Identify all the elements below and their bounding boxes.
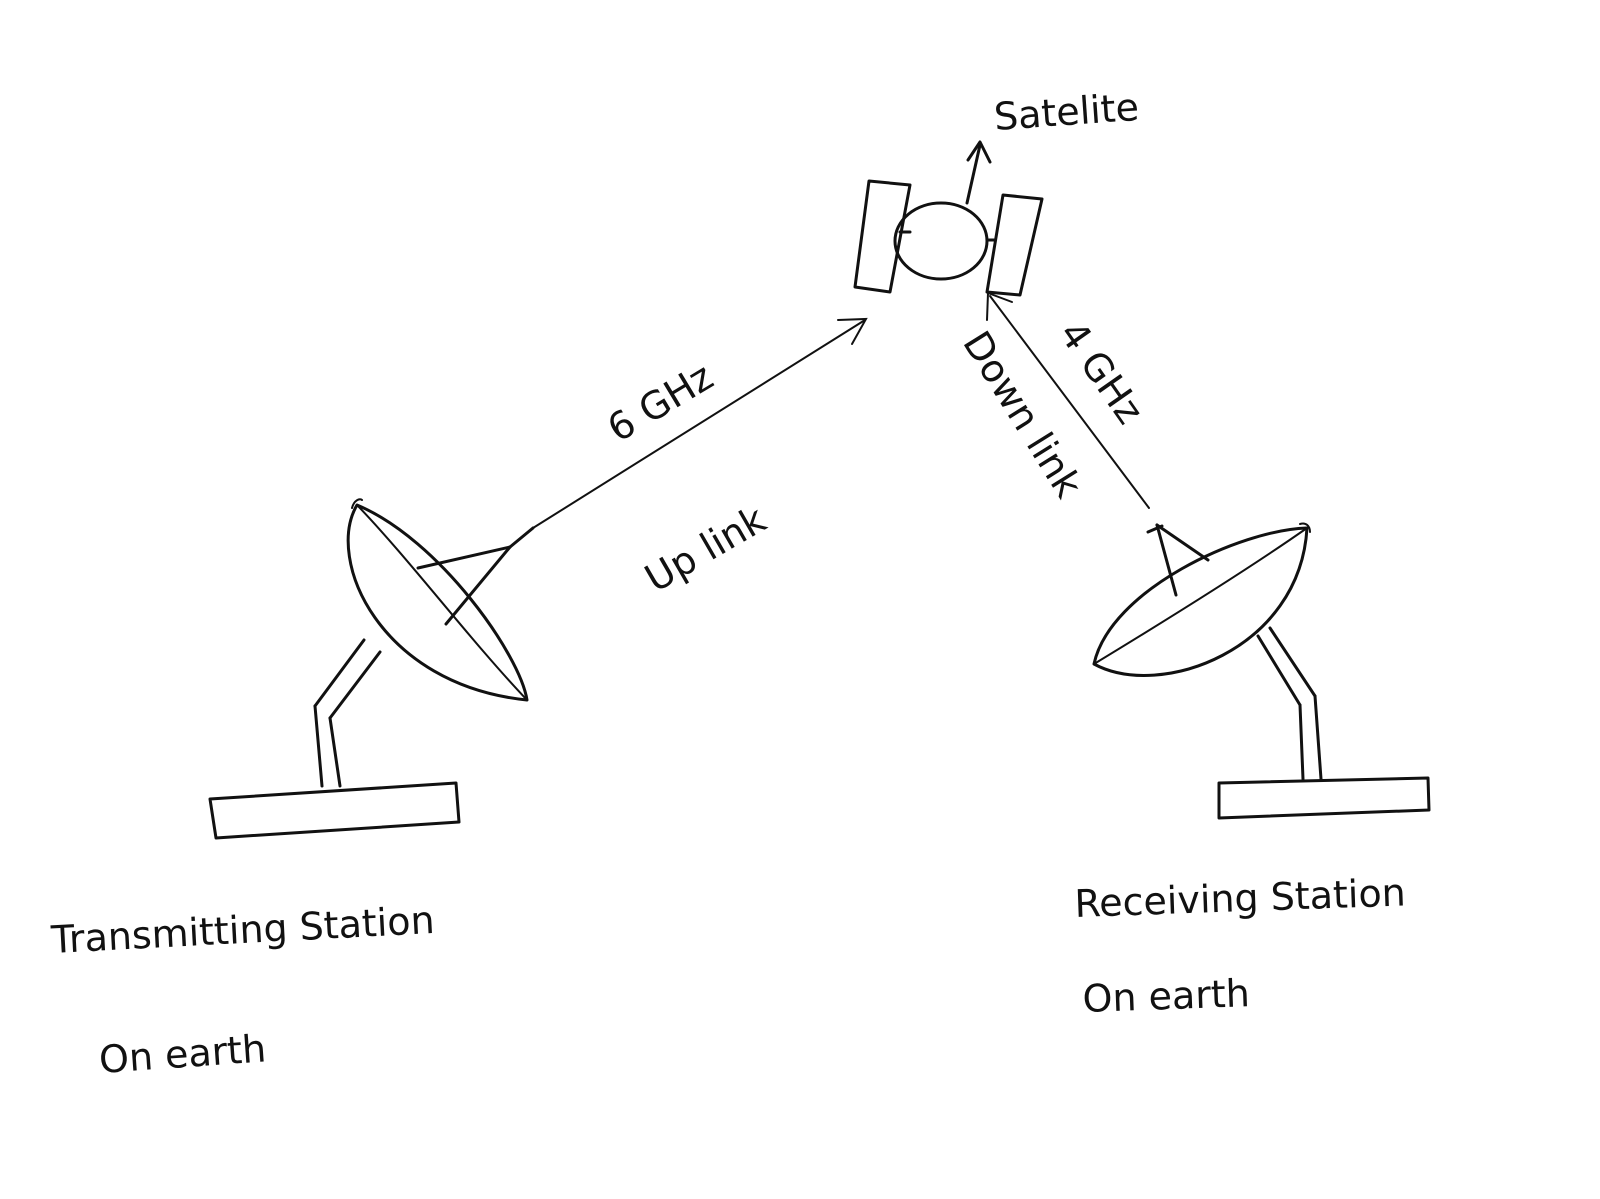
transmitting-dish-reflector xyxy=(346,498,529,702)
receiving-dish-reflector xyxy=(1092,522,1311,677)
satellite-label: Satelite xyxy=(993,85,1141,139)
transmitting-dish-mount xyxy=(313,638,382,788)
transmitting-station-dish xyxy=(208,498,535,840)
receiving-station-label-line2: On earth xyxy=(1082,971,1251,1021)
satellite-body xyxy=(893,201,989,281)
transmitting-station-label-line1: Transmitting Station xyxy=(49,898,436,962)
downlink-frequency-label: 4 GHz xyxy=(1051,313,1153,432)
satellite-label-arrow xyxy=(965,140,992,205)
uplink-frequency-label: 6 GHz xyxy=(600,354,721,451)
transmitting-station-label-line2: On earth xyxy=(98,1026,268,1082)
receiving-station-base xyxy=(1217,776,1431,820)
uplink-label: Up link xyxy=(638,497,774,601)
transmitting-station-base xyxy=(208,781,461,840)
receiving-station-label-line1: Receiving Station xyxy=(1074,870,1407,926)
receiving-dish-feed xyxy=(1146,523,1210,597)
right-solar-panel xyxy=(985,193,1044,297)
uplink-arrow xyxy=(532,317,868,529)
satellite xyxy=(853,140,1044,297)
downlink-arrow xyxy=(986,291,1150,509)
receiving-station-dish xyxy=(1092,522,1431,820)
receiving-dish-mount xyxy=(1256,626,1323,781)
left-solar-panel xyxy=(853,179,912,294)
transmitting-dish-feed xyxy=(416,526,535,626)
